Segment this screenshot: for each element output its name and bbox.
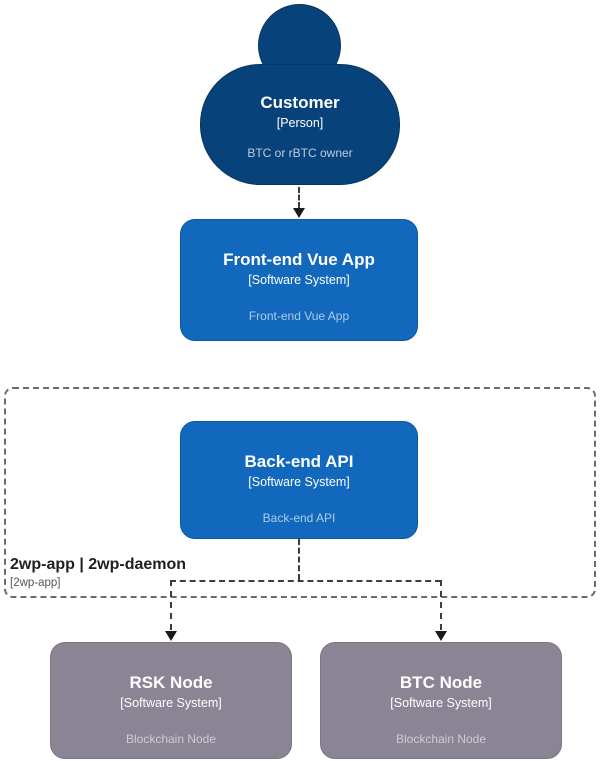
node-customer: Customer [Person] BTC or rBTC owner (200, 64, 400, 185)
node-rsk: RSK Node [Software System] Blockchain No… (50, 642, 292, 759)
rsk-description: Blockchain Node (125, 732, 217, 747)
node-btc: BTC Node [Software System] Blockchain No… (320, 642, 562, 759)
boundary-label: 2wp-app | 2wp-daemon [2wp-app] (10, 555, 186, 589)
edge-backend-btc (440, 580, 442, 630)
boundary-title: 2wp-app | 2wp-daemon (10, 556, 187, 573)
arrowhead-backend-btc (435, 631, 447, 641)
backend-title: Back-end API (244, 452, 354, 471)
edge-branch-horizontal (170, 580, 441, 582)
btc-title: BTC Node (399, 673, 483, 692)
frontend-title: Front-end Vue App (223, 250, 375, 269)
edge-backend-rsk (170, 580, 172, 630)
boundary-metadata: [2wp-app] (10, 577, 61, 590)
rsk-title: RSK Node (129, 673, 213, 692)
edge-backend-stub (298, 539, 300, 580)
node-backend: Back-end API [Software System] Back-end … (180, 421, 418, 539)
frontend-description: Front-end Vue App (248, 309, 350, 324)
btc-metadata: [Software System] (390, 696, 492, 711)
node-frontend: Front-end Vue App [Software System] Fron… (180, 219, 418, 341)
customer-title: Customer (260, 93, 340, 112)
arrowhead-customer-frontend (293, 208, 305, 218)
customer-description: BTC or rBTC owner (247, 146, 353, 161)
customer-metadata: [Person] (276, 116, 324, 131)
backend-metadata: [Software System] (248, 475, 350, 490)
backend-description: Back-end API (262, 511, 336, 526)
arrowhead-backend-rsk (165, 631, 177, 641)
frontend-metadata: [Software System] (248, 273, 350, 288)
boundary-2wp-app (4, 387, 596, 598)
rsk-metadata: [Software System] (120, 696, 222, 711)
btc-description: Blockchain Node (395, 732, 487, 747)
edge-customer-frontend (298, 187, 300, 208)
